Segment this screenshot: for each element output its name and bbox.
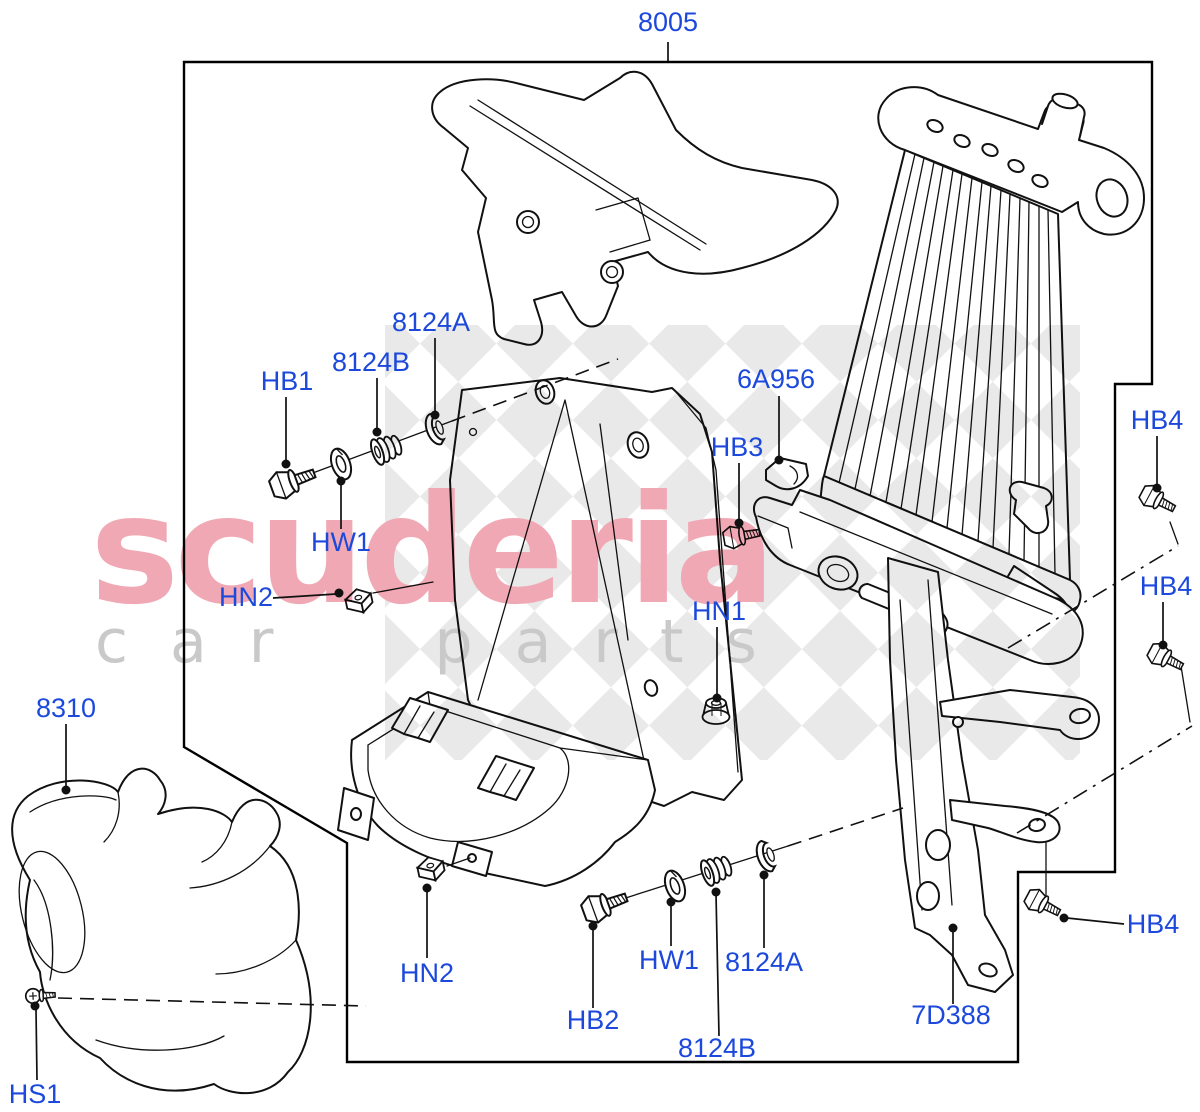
callout-8124b-bottom-label: 8124B [678, 1033, 756, 1063]
intake-duct-8310-part [11, 767, 312, 1095]
callout-hb3-label: HB3 [711, 432, 764, 462]
callout-8124a-bottom-label: 8124A [725, 947, 803, 977]
callout-7d388-label: 7D388 [911, 1000, 991, 1030]
watermark-tagline-text: car parts [95, 607, 799, 677]
watermark-checker-pattern [385, 325, 1080, 760]
callout-hb2-label: HB2 [567, 1005, 620, 1035]
callout-hb4-bottom-label: HB4 [1127, 909, 1180, 939]
callout-hb4-top-label: HB4 [1131, 405, 1184, 435]
callout-labels: 8005 8124A 8124B HB1 HW1 HN2 8310 HS1 HN… [9, 7, 1193, 1109]
callout-hw1-bottom-label: HW1 [639, 945, 699, 975]
watermark-brand-text: scuderia [90, 464, 771, 638]
callout-hn2-bottom-label: HN2 [400, 958, 454, 988]
callout-hb4-middle-label: HB4 [1140, 571, 1193, 601]
callout-hs1-label: HS1 [9, 1079, 62, 1109]
callout-8124b-top-label: 8124B [332, 347, 410, 377]
callout-leader-dots [30, 410, 1168, 1011]
callout-hw1-top-label: HW1 [311, 527, 371, 557]
callout-hb1-label: HB1 [261, 366, 314, 396]
callout-6a956-label: 6A956 [737, 364, 815, 394]
watermark: scuderia car parts [90, 325, 1080, 760]
assembly-frame-border [182, 60, 1154, 1064]
callout-leader-lines [35, 42, 1164, 1081]
radiator-tank-holes [926, 119, 1049, 188]
callout-hn2-top-label: HN2 [219, 582, 273, 612]
callout-8310-label: 8310 [36, 693, 96, 723]
callout-8124a-top-label: 8124A [392, 307, 470, 337]
callout-8005-label: 8005 [638, 7, 698, 37]
callout-hn1-label: HN1 [692, 596, 746, 626]
